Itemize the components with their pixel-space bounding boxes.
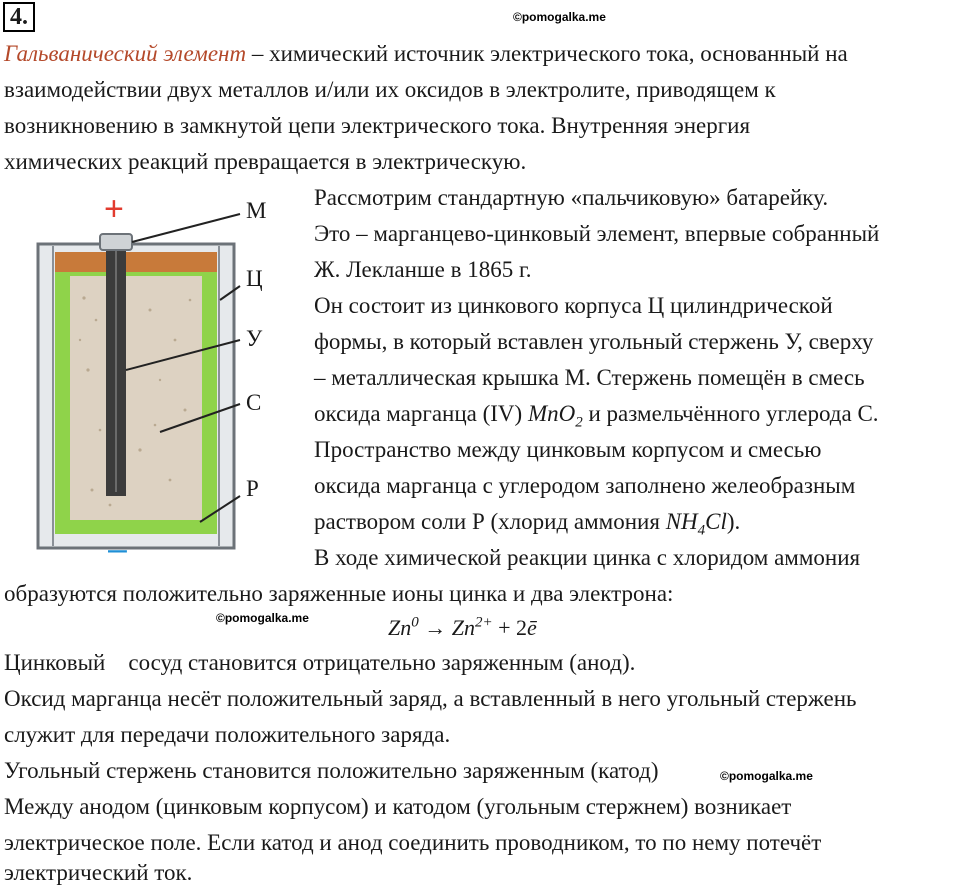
body-line-14: Оксид марганца несёт положительный заряд… <box>4 686 857 711</box>
right-line-11: В ходе химической реакции цинка с хлорид… <box>314 545 861 570</box>
formula-nh4cl: NH4Cl <box>665 509 727 538</box>
minus-sign: – <box>108 530 127 568</box>
intro-line-3: возникновению в замкнутой цепи электриче… <box>4 113 751 138</box>
right-line-10-a: раствором соли Р (хлорид аммония <box>314 509 666 534</box>
right-line-7-a: оксида марганца (IV) <box>314 401 528 426</box>
right-line-6: – металлическая крышка М. Стержень помещ… <box>314 365 865 390</box>
body-line-17: Между анодом (цинковым корпусом) и катод… <box>4 794 792 819</box>
watermark-top: ©pomogalka.me <box>513 10 606 24</box>
leader-m <box>131 213 241 243</box>
right-line-8: Пространство между цинковым корпусом и с… <box>314 437 822 462</box>
formula-zn-left: Zn <box>388 615 412 640</box>
right-line-1: Рассмотрим стандартную «пальчиковую» бат… <box>314 185 829 210</box>
formula-nh4-sub: 4 <box>697 522 706 539</box>
body-line-16: Угольный стержень становится положительн… <box>4 758 659 783</box>
label-r: Р <box>246 476 259 501</box>
intro-line-2: взаимодействии двух металлов и/или их ок… <box>4 77 776 102</box>
right-line-4: Он состоит из цинкового корпуса Ц цилинд… <box>314 293 833 318</box>
body-line-19: электрический ток. <box>4 860 193 885</box>
mix-speckles <box>78 296 192 507</box>
term-galvanic-element: Гальванический элемент <box>4 41 247 66</box>
watermark-middle: ©pomogalka.me <box>216 611 309 625</box>
leader-c <box>219 285 241 301</box>
intro-line-1: Гальванический элемент – химический исто… <box>4 39 848 69</box>
right-line-7-b: и размельчённого углерода С. <box>582 401 879 426</box>
leader-r <box>199 495 241 523</box>
task-number: 4. <box>3 2 35 32</box>
reaction-formula: Zn0 → Zn2+ + 2ē <box>388 613 537 643</box>
top-seal <box>55 252 217 272</box>
formula-zn-right-sup: 2+ <box>475 614 493 631</box>
body-line-12: образуются положительно заряженные ионы … <box>4 581 674 606</box>
formula-zn-right: Zn <box>451 615 475 640</box>
manganese-carbon-mix <box>70 276 202 520</box>
formula-mno: MnO <box>527 401 576 426</box>
formula-mno2: MnO2 <box>527 401 583 430</box>
watermark-bottom: ©pomogalka.me <box>720 769 813 783</box>
leader-u <box>125 339 241 371</box>
label-m: М <box>246 198 267 223</box>
right-line-10: раствором соли Р (хлорид аммония NH4Cl). <box>314 507 741 538</box>
right-line-5: формы, в который вставлен угольный стерж… <box>314 329 874 354</box>
leader-s <box>159 403 241 433</box>
battery-diagram <box>36 213 241 550</box>
right-line-9: оксида марганца с углеродом заполнено же… <box>314 473 856 498</box>
body-line-15: служит для передачи положительного заряд… <box>4 722 451 747</box>
right-line-2: Это – марганцево-цинковый элемент, вперв… <box>314 221 880 246</box>
formula-cl: Cl <box>705 509 727 534</box>
formula-arrow: → <box>418 615 452 640</box>
formula-mno2-sub: 2 <box>575 414 583 431</box>
formula-nh: NH <box>665 509 698 534</box>
label-s: С <box>246 390 262 415</box>
label-c: Ц <box>246 266 263 291</box>
right-line-3: Ж. Лекланше в 1865 г. <box>314 257 532 282</box>
intro-line-4: химических реакций превращается в электр… <box>4 149 527 174</box>
body-line-13: Цинковый сосуд становится отрицательно з… <box>4 650 636 675</box>
body-line-18: электрическое поле. Если катод и анод со… <box>4 830 822 855</box>
formula-electron: ē <box>527 615 537 640</box>
intro-line-1-rest: – химический источник электрического ток… <box>246 41 848 66</box>
formula-plus-two: + 2 <box>492 615 528 640</box>
right-line-7: оксида марганца (IV) MnO2 и размельчённо… <box>314 399 879 430</box>
label-u: У <box>246 326 263 351</box>
right-line-10-b: ). <box>726 509 741 534</box>
battery-figure: + – М Ц У С Р <box>0 180 300 580</box>
formula-zn-left-sup: 0 <box>411 614 419 631</box>
plus-sign: + <box>104 190 124 228</box>
metal-cap <box>99 233 133 251</box>
